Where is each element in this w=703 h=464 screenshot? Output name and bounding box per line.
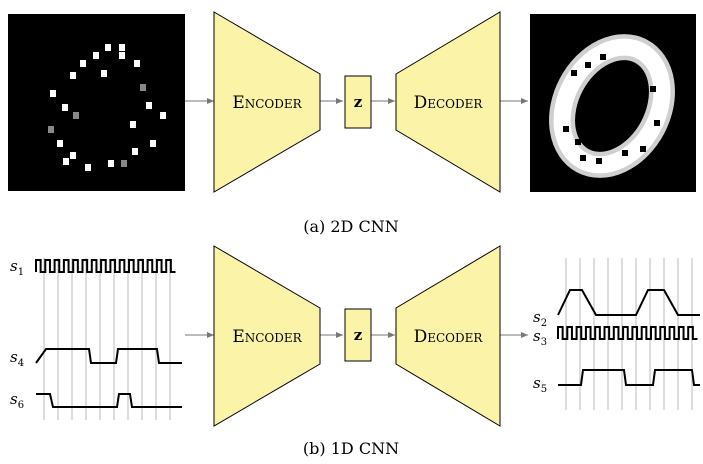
panel-a: Encoder z Decoder (a) 2D CNN xyxy=(8,11,696,236)
signal-label-s2: s2 xyxy=(533,308,547,329)
panel-b: s1 s4 s6 Encoder z Decoder s2 s3 s5 (b) … xyxy=(10,245,700,458)
signal-s1-waveform xyxy=(35,259,176,273)
encoder-label-b: Encoder xyxy=(232,327,302,347)
latent-label-b: z xyxy=(354,326,363,344)
decoder-label-b: Decoder xyxy=(414,327,484,347)
signal-label-s6: s6 xyxy=(10,390,24,411)
input-signal-grid xyxy=(43,258,171,420)
decoder-block-b xyxy=(395,245,501,427)
signal-s3-waveform xyxy=(557,326,698,340)
encoder-label-a: Encoder xyxy=(232,93,302,113)
encoder-block-a xyxy=(213,11,321,193)
input-image-pixels xyxy=(48,44,166,171)
decoder-label-a: Decoder xyxy=(414,93,484,113)
signal-label-s4: s4 xyxy=(10,348,24,369)
latent-label-a: z xyxy=(354,93,363,111)
latent-block-b xyxy=(344,308,372,362)
signal-s5-waveform xyxy=(558,369,700,386)
signal-label-s1: s1 xyxy=(10,257,24,278)
input-image xyxy=(8,14,185,191)
caption-a: (a) 2D CNN xyxy=(303,217,398,236)
signal-s2-waveform xyxy=(557,289,700,316)
signal-label-s3: s3 xyxy=(533,327,547,348)
signal-label-s5: s5 xyxy=(533,374,547,395)
encoder-block-b xyxy=(213,245,321,427)
output-digit xyxy=(549,34,675,178)
signal-s4-waveform xyxy=(35,348,182,364)
decoder-block-a xyxy=(395,11,501,193)
caption-b: (b) 1D CNN xyxy=(303,439,399,458)
latent-block-a xyxy=(344,75,372,129)
signal-s6-waveform xyxy=(36,393,182,408)
